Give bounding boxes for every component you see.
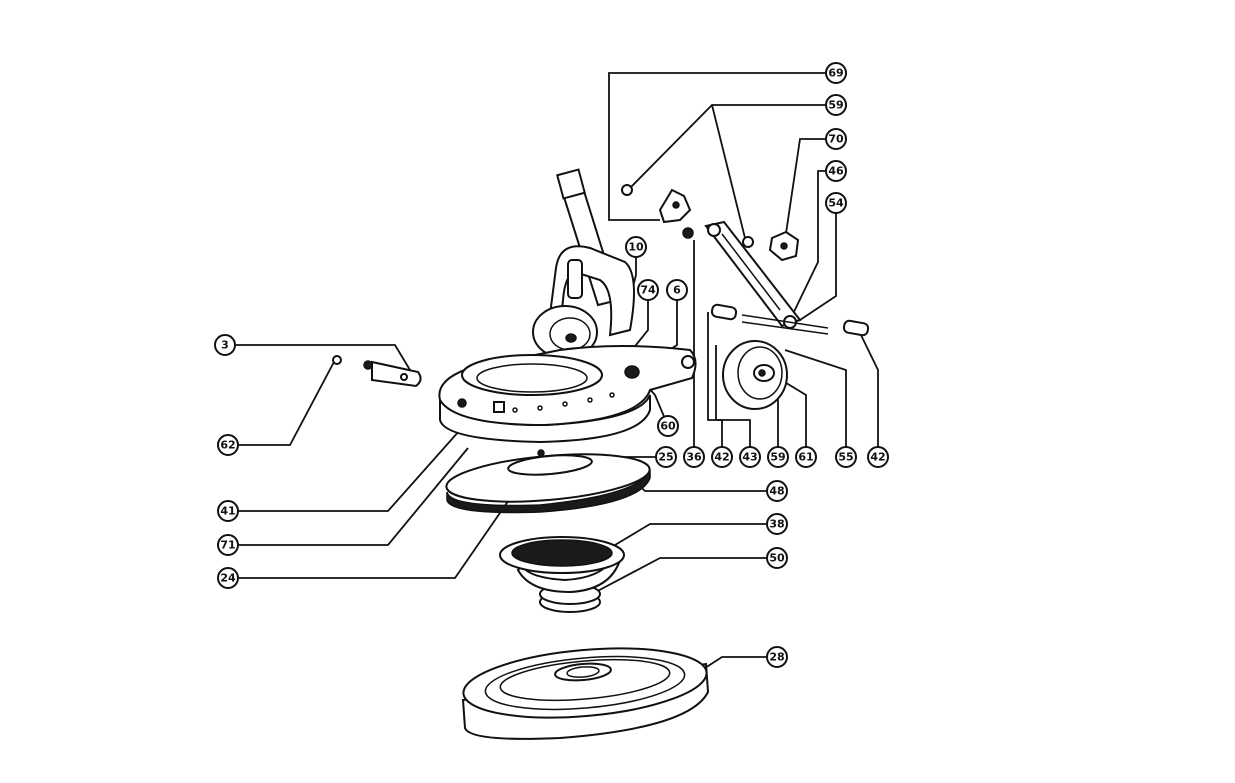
callout-label: 60 bbox=[660, 420, 676, 433]
upright-bracket bbox=[546, 168, 635, 337]
callout-3: 3 bbox=[214, 334, 236, 356]
callout-label: 43 bbox=[742, 451, 757, 464]
callout-59: 59 bbox=[825, 94, 847, 116]
callout-50: 50 bbox=[766, 547, 788, 569]
callout-46: 46 bbox=[825, 160, 847, 182]
callout-label: 70 bbox=[828, 133, 844, 146]
callout-10: 10 bbox=[625, 236, 647, 258]
callout-label: 59 bbox=[828, 99, 843, 112]
callout-61: 61 bbox=[795, 446, 817, 468]
motor-housing bbox=[438, 345, 697, 444]
callout-59: 59 bbox=[767, 446, 789, 468]
callout-label: 74 bbox=[640, 284, 656, 297]
callout-60: 60 bbox=[657, 415, 679, 437]
callout-69: 69 bbox=[825, 62, 847, 84]
callout-41: 41 bbox=[217, 500, 239, 522]
callout-62: 62 bbox=[217, 434, 239, 456]
callout-label: 55 bbox=[838, 451, 853, 464]
callout-label: 3 bbox=[221, 339, 229, 352]
callout-label: 61 bbox=[798, 451, 813, 464]
callout-55: 55 bbox=[835, 446, 857, 468]
callout-38: 38 bbox=[766, 513, 788, 535]
fan-impeller bbox=[499, 536, 625, 613]
washer bbox=[682, 227, 694, 239]
callout-label: 6 bbox=[673, 284, 681, 297]
knob-right bbox=[742, 230, 800, 262]
callout-label: 62 bbox=[220, 439, 235, 452]
shaft-assembly bbox=[710, 303, 870, 337]
callout-36: 36 bbox=[683, 446, 705, 468]
tension-arm bbox=[704, 220, 802, 329]
callout-label: 42 bbox=[870, 451, 885, 464]
callout-label: 54 bbox=[828, 197, 844, 210]
callout-74: 74 bbox=[637, 279, 659, 301]
callout-71: 71 bbox=[217, 534, 239, 556]
callout-label: 71 bbox=[220, 539, 235, 552]
callout-43: 43 bbox=[739, 446, 761, 468]
callout-label: 24 bbox=[220, 572, 236, 585]
callout-label: 42 bbox=[714, 451, 729, 464]
callout-label: 28 bbox=[769, 651, 784, 664]
callout-label: 46 bbox=[828, 165, 844, 178]
knob-left bbox=[621, 184, 692, 224]
callout-25: 25 bbox=[655, 446, 677, 468]
callout-label: 59 bbox=[770, 451, 785, 464]
callout-label: 48 bbox=[769, 485, 784, 498]
callout-label: 69 bbox=[828, 67, 843, 80]
base-plate bbox=[461, 647, 710, 740]
latch-part bbox=[363, 360, 422, 388]
callout-label: 38 bbox=[769, 518, 784, 531]
side-pulley bbox=[722, 340, 788, 410]
callout-label: 50 bbox=[769, 552, 785, 565]
callout-42: 42 bbox=[711, 446, 733, 468]
small-screw bbox=[332, 355, 342, 365]
callout-label: 25 bbox=[658, 451, 673, 464]
callout-54: 54 bbox=[825, 192, 847, 214]
callout-28: 28 bbox=[766, 646, 788, 668]
gasket-ring bbox=[445, 449, 651, 514]
callout-label: 41 bbox=[220, 505, 235, 518]
callout-label: 36 bbox=[686, 451, 702, 464]
callout-42: 42 bbox=[867, 446, 889, 468]
callout-label: 10 bbox=[628, 241, 644, 254]
callout-48: 48 bbox=[766, 480, 788, 502]
callout-70: 70 bbox=[825, 128, 847, 150]
callout-6: 6 bbox=[666, 279, 688, 301]
callout-24: 24 bbox=[217, 567, 239, 589]
